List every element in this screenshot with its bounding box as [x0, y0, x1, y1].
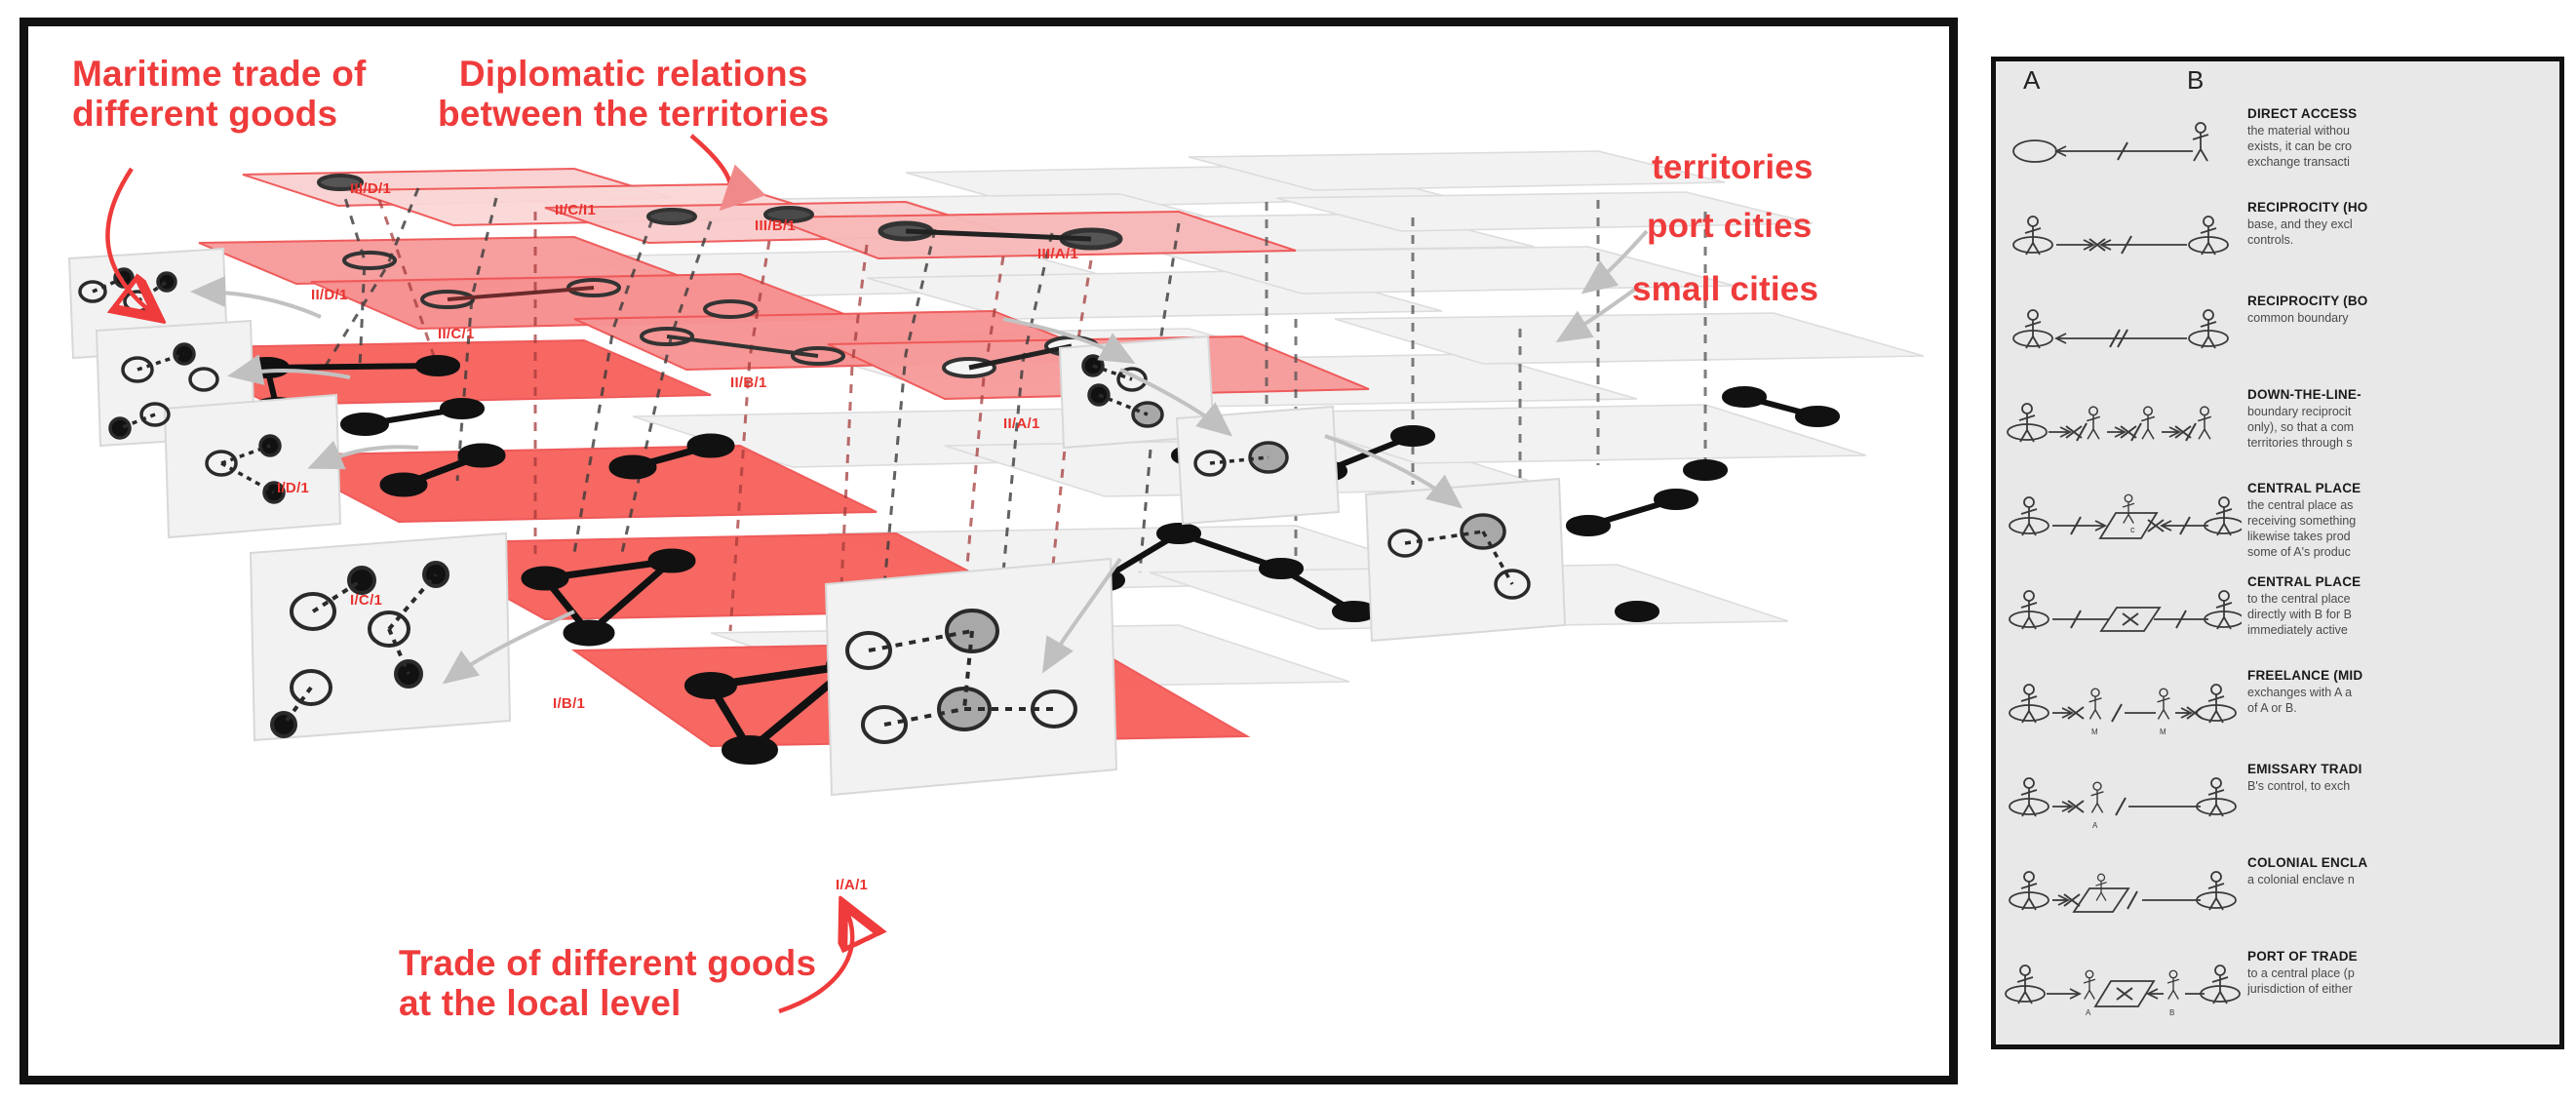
- callout-arrows: [190, 229, 1649, 685]
- annotation-maritime-trade: Maritime trade of different goods: [72, 54, 367, 135]
- main-figure-panel: Maritime trade of different goods Diplom…: [20, 18, 1958, 1084]
- legend-text-block: RECIPROCITY (HO base, and they excl contr…: [2247, 200, 2559, 248]
- legend-text-block: FREELANCE (MID exchanges with A a of A or…: [2247, 668, 2559, 716]
- legend-entry-body: the material withou exists, it can be cr…: [2247, 124, 2352, 169]
- legend-row: DIRECT ACCESS the material withou exists,…: [1996, 100, 2559, 194]
- arrow-diplomatic: [689, 134, 766, 212]
- exchange-modes-legend-panel: A B DIRECT ACCESS the material withou exi…: [1991, 57, 2564, 1049]
- legend-text-block: DOWN-THE-LINE-boundary reciprocit only),…: [2247, 387, 2559, 451]
- legend-column-a-label: A: [2023, 65, 2041, 95]
- plane-label-II-A-1: II/A/1: [1003, 415, 1040, 432]
- legend-text-block: COLONIAL ENCLA a colonial enclave n: [2247, 855, 2559, 887]
- inset-card-8: [824, 557, 1118, 797]
- arrow-maritime: [107, 167, 155, 315]
- legend-entry-title: DOWN-THE-LINE-: [2247, 387, 2361, 402]
- central-place-c-diagram: c: [2000, 475, 2244, 569]
- vertical-dashed-links-red: [377, 199, 1093, 722]
- inset-card-7: [1364, 477, 1567, 643]
- legend-entry-body: boundary reciprocit only), so that a com…: [2247, 405, 2355, 450]
- legend-row: COLONIAL ENCLA a colonial enclave n: [1996, 849, 2559, 943]
- plane-label-I-A-1: I/A/1: [836, 877, 869, 893]
- down-the-line-diagram: [2000, 381, 2242, 475]
- plane-label-I-C-1: I/C/1: [350, 592, 383, 609]
- reciprocity-home-diagram: [2000, 194, 2242, 288]
- inset-card-contents: [78, 267, 1531, 744]
- plane-I-C-1: [271, 444, 878, 524]
- legend-entry-title: EMISSARY TRADI: [2247, 762, 2362, 776]
- legend-text-block: CENTRAL PLACE to the central place direct…: [2247, 574, 2559, 638]
- svg-text:M: M: [2091, 728, 2098, 736]
- plane-label-III-A-1: III/A/1: [1037, 246, 1079, 262]
- legend-entry-title: DIRECT ACCESS: [2247, 106, 2358, 121]
- plane-label-I-B-1: I/B/1: [553, 695, 586, 712]
- plane-label-II-D-1: II/D/1: [311, 287, 348, 303]
- inset-card-4: [249, 532, 512, 742]
- legend-entry-body: to a central place (p jurisdiction of ei…: [2247, 966, 2355, 996]
- legend-row: c CENTRAL PLACE the central place as recei…: [1996, 475, 2559, 569]
- legend-entry-body: the central place as receiving something…: [2247, 498, 2357, 559]
- reciprocity-boundary-diagram: [2000, 288, 2242, 381]
- svg-text:B: B: [2169, 1008, 2174, 1017]
- svg-text:M: M: [2160, 728, 2166, 736]
- plane-label-III-B-1: III/B/1: [755, 217, 797, 234]
- tier-label-territories: territories: [1652, 148, 1814, 186]
- legend-row: RECIPROCITY (BO common boundary: [1996, 288, 2559, 381]
- legend-text-block: EMISSARY TRADI B's control, to exch: [2247, 762, 2559, 794]
- tier-label-port-cities: port cities: [1647, 207, 1813, 245]
- legend-row: RECIPROCITY (HO base, and they excl contr…: [1996, 194, 2559, 288]
- legend-entry-body: B's control, to exch: [2247, 779, 2351, 793]
- layered-network-diagram: [67, 134, 1925, 1014]
- svg-text:c: c: [2130, 525, 2135, 534]
- central-place-x-diagram: [2000, 569, 2244, 662]
- legend-row: A EMISSARY TRADI B's control, to exch: [1996, 756, 2559, 849]
- legend-entry-title: FREELANCE (MID: [2247, 668, 2363, 683]
- direct-access-diagram: [2000, 100, 2242, 194]
- arrow-local-trade: [778, 908, 852, 1014]
- plane-label-I-D-1: I/D/1: [277, 480, 310, 496]
- legend-entry-body: exchanges with A a of A or B.: [2247, 686, 2353, 715]
- legend-entry-title: COLONIAL ENCLA: [2247, 855, 2368, 870]
- plane-label-II-B-1: II/B/1: [730, 374, 767, 391]
- vertical-dashed-links-grey: [1265, 200, 1707, 582]
- legend-row: CENTRAL PLACE to the central place direct…: [1996, 569, 2559, 662]
- legend-entry-title: RECIPROCITY (HO: [2247, 200, 2368, 215]
- tier-label-small-cities: small cities: [1632, 270, 1819, 308]
- annotation-local-trade: Trade of different goods at the local le…: [399, 943, 817, 1024]
- legend-text-block: DIRECT ACCESS the material withou exists,…: [2247, 106, 2559, 170]
- legend-column-b-label: B: [2187, 65, 2205, 95]
- annotation-arrows: [107, 134, 852, 1014]
- legend-entry-title: RECIPROCITY (BO: [2247, 294, 2368, 308]
- legend-row-list: DIRECT ACCESS the material withou exists,…: [1996, 100, 2559, 1044]
- legend-text-block: CENTRAL PLACE the central place as receiv…: [2247, 481, 2559, 560]
- legend-entry-body: common boundary: [2247, 311, 2349, 325]
- plane-label-II-C-I1: II/C/I1: [555, 202, 597, 218]
- legend-text-block: PORT OF TRADE to a central place (p juris…: [2247, 949, 2559, 997]
- svg-text:A: A: [2092, 821, 2098, 830]
- legend-text-block: RECIPROCITY (BO common boundary: [2247, 294, 2559, 326]
- legend-entry-title: CENTRAL PLACE: [2247, 481, 2361, 495]
- colonial-enclave-diagram: [2000, 849, 2242, 943]
- inset-card-3: [163, 393, 342, 539]
- emissary-trading-diagram: A: [2000, 756, 2242, 849]
- legend-entry-body: to the central place directly with B for…: [2247, 592, 2352, 637]
- plane-label-III-D-1: III/D/1: [350, 180, 392, 197]
- legend-entry-title: PORT OF TRADE: [2247, 949, 2358, 964]
- legend-row: DOWN-THE-LINE-boundary reciprocit only),…: [1996, 381, 2559, 475]
- legend-entry-body: base, and they excl controls.: [2247, 217, 2353, 247]
- plane-label-II-C-1: II/C/1: [438, 326, 475, 342]
- svg-text:A: A: [2086, 1008, 2091, 1017]
- legend-entry-title: CENTRAL PLACE: [2247, 574, 2361, 589]
- annotation-diplomatic-relations: Diplomatic relations between the territo…: [438, 54, 830, 135]
- legend-entry-body: a colonial enclave n: [2247, 873, 2355, 886]
- legend-column-headers: A B: [1996, 61, 2559, 106]
